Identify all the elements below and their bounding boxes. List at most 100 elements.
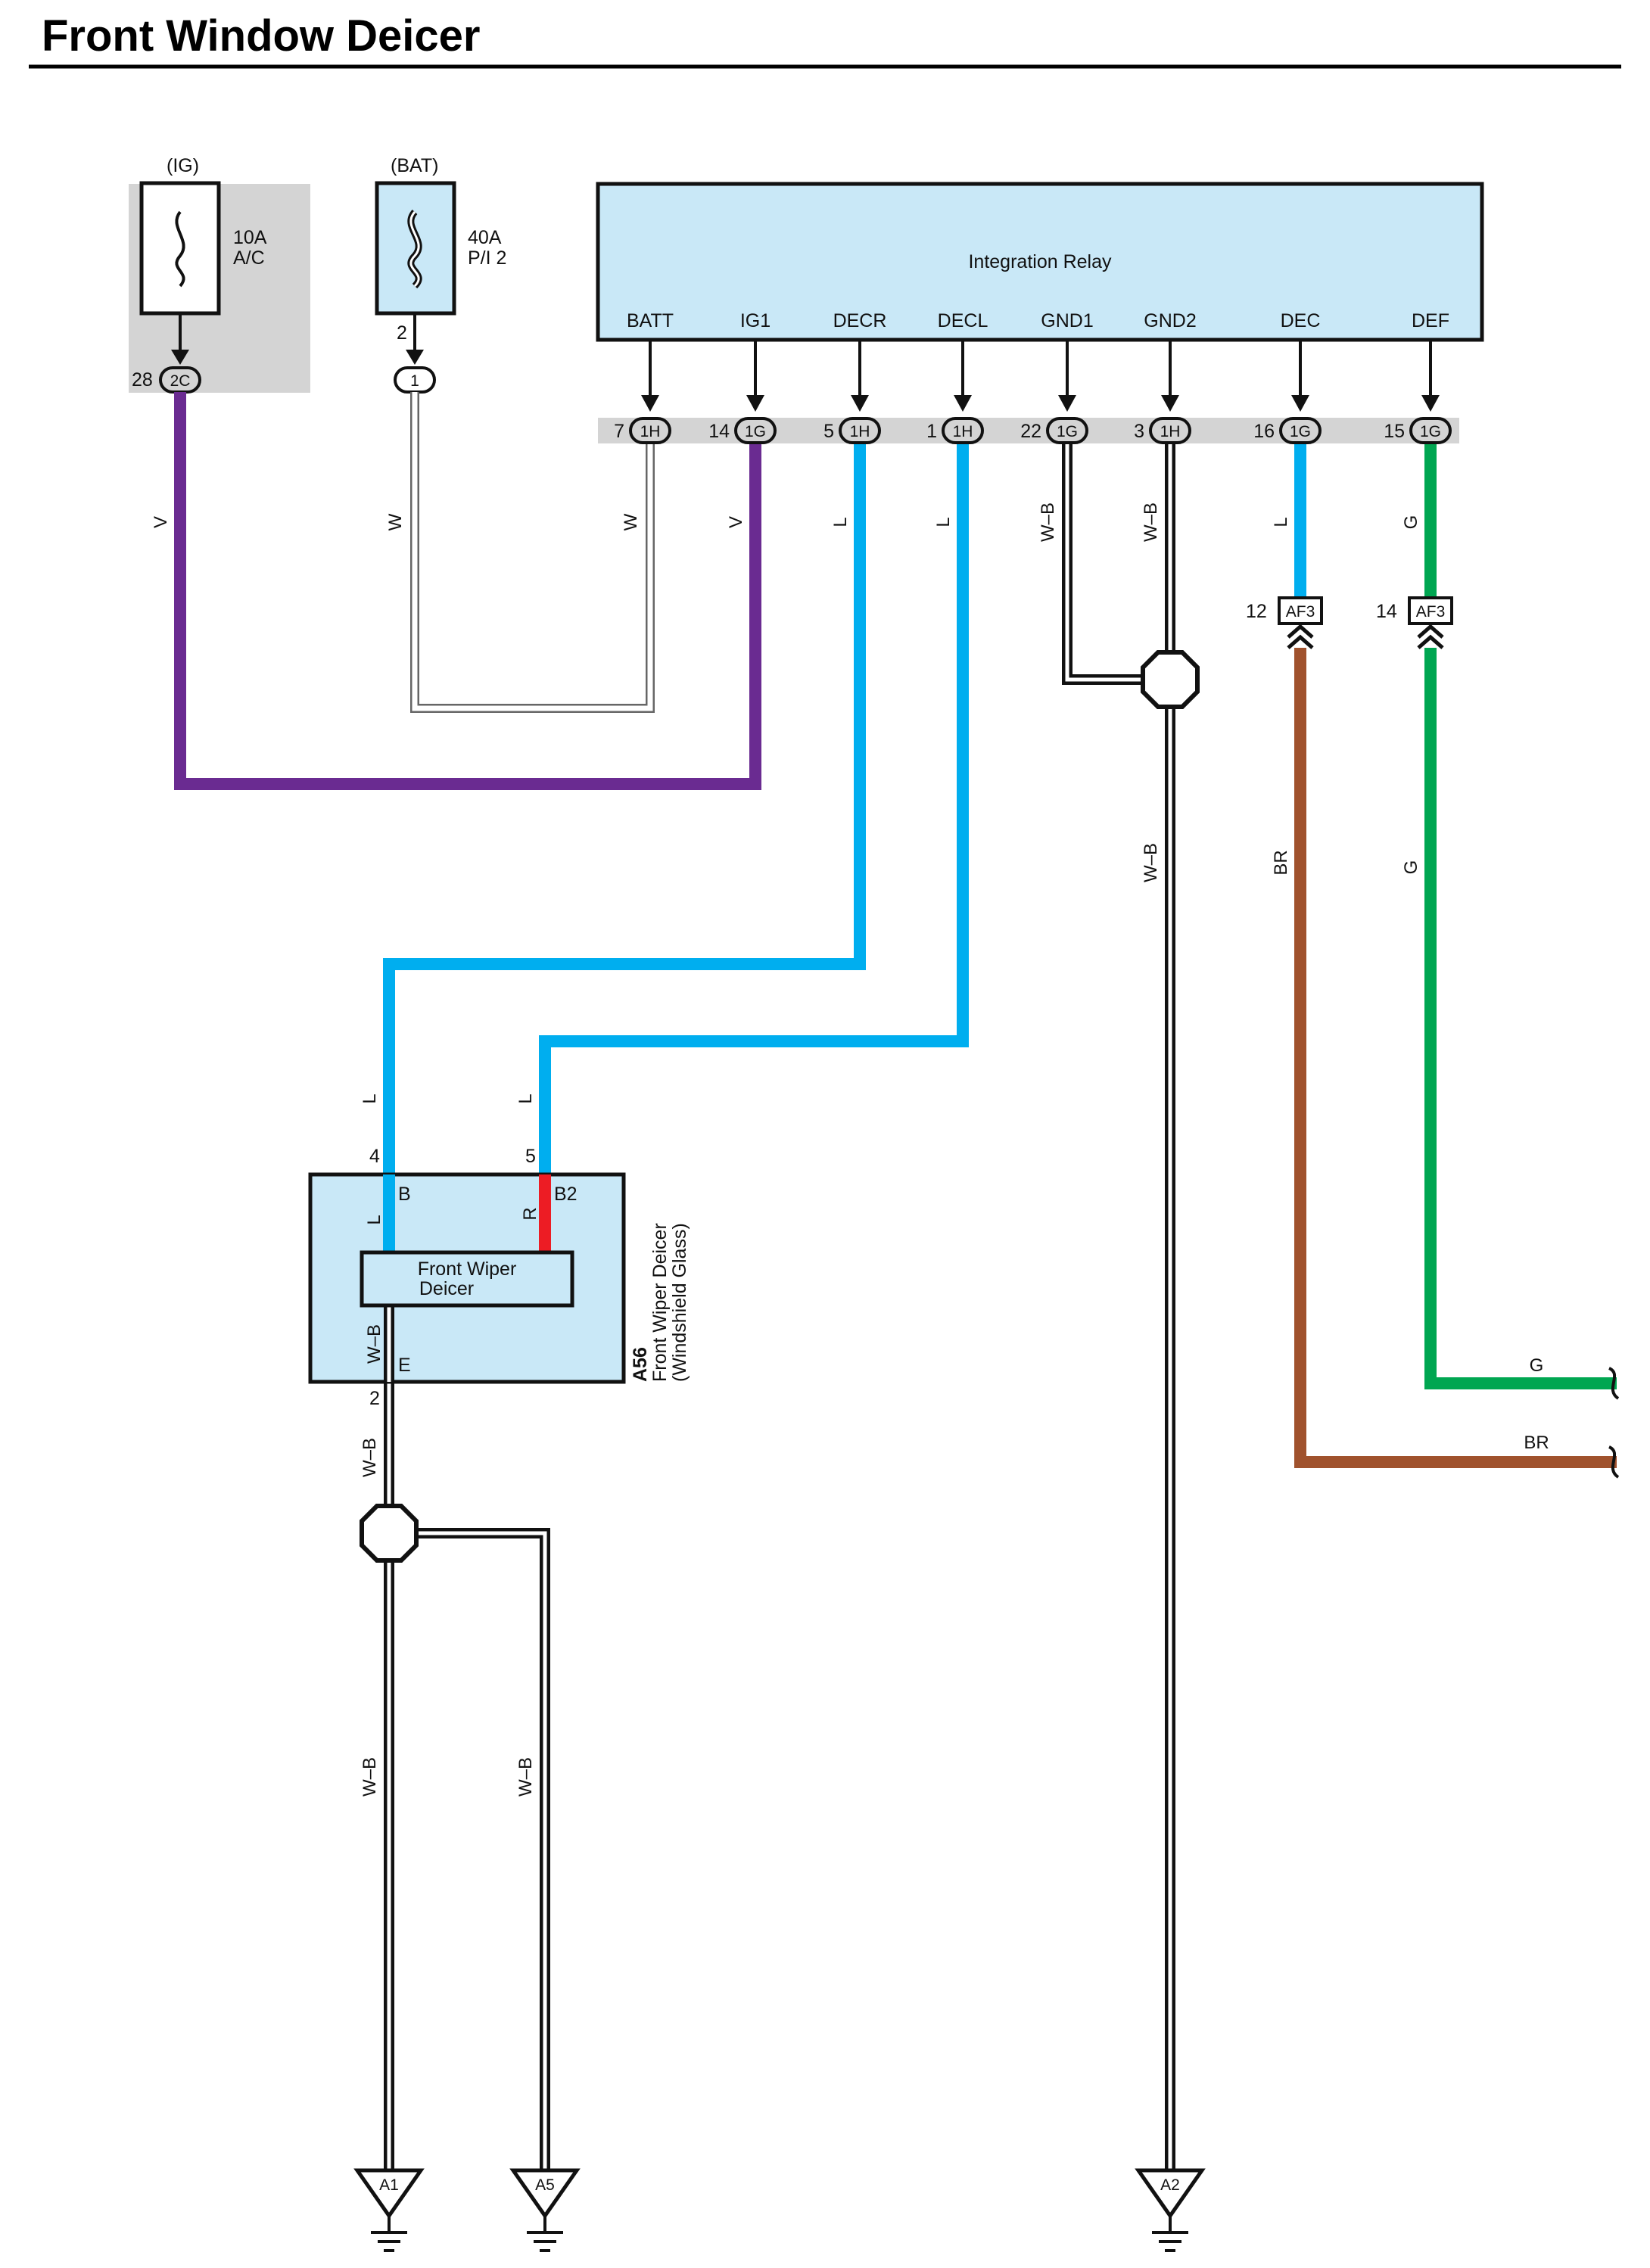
chevron-up-icon — [1287, 624, 1314, 649]
terminal-b: B — [398, 1184, 411, 1205]
ground-a5: A5 — [509, 2168, 581, 2252]
wire-label: W–B — [1141, 502, 1161, 542]
junction-splice-lower — [360, 1504, 419, 1563]
connector-label: 1G — [745, 423, 766, 440]
integration-relay: Integration Relay — [596, 182, 1484, 342]
pin-number: 16 — [1253, 421, 1275, 442]
ground-label: A2 — [1160, 2176, 1180, 2194]
connector-label: 1H — [953, 423, 973, 440]
connector-capsule — [1279, 417, 1322, 444]
wire-label: W–B — [515, 1757, 536, 1797]
deicer-pin-4: 4 — [369, 1146, 380, 1167]
af3-connector-12: AF3 12 — [1246, 596, 1323, 649]
pin-number: 1 — [926, 421, 937, 442]
terminal-b2: B2 — [554, 1184, 578, 1205]
bat-supply-label: (BAT) — [391, 155, 438, 176]
arrow-down-icon — [746, 395, 764, 412]
wire-break-icon — [1608, 1445, 1620, 1479]
bat-fuse: (BAT) 40A P/I 2 — [375, 155, 506, 316]
wire-label: G — [1401, 860, 1421, 875]
terminal-name: DEF — [1412, 310, 1449, 331]
af3-connector-14: AF3 14 — [1376, 596, 1453, 649]
deicer-element-line1: Front Wiper — [418, 1258, 517, 1280]
af3-12-pin: 12 — [1246, 601, 1267, 622]
pin-number: 7 — [614, 421, 624, 442]
connector-capsule — [1149, 417, 1191, 444]
connector-1-label: 1 — [410, 372, 419, 390]
pin-2-label: 2 — [397, 322, 407, 344]
ground-triangle-icon — [1135, 2168, 1206, 2220]
wire-label: V — [151, 516, 171, 528]
wire-blue-decr — [383, 443, 866, 1249]
wire-label: W–B — [360, 1438, 380, 1477]
wire-label: BR — [1271, 850, 1291, 875]
connector-capsule — [734, 417, 777, 444]
wire-white-bat — [412, 392, 653, 711]
deicer-element — [360, 1250, 574, 1308]
wire-violet-ig — [174, 392, 761, 790]
terminal-name: IG1 — [740, 310, 771, 331]
deicer-pin-5: 5 — [525, 1146, 536, 1167]
ground-label: A5 — [535, 2176, 555, 2194]
pin-number: 14 — [708, 421, 730, 442]
wire-green-def — [1424, 648, 1617, 1389]
deicer-name: Front Wiper Deicer — [649, 1223, 671, 1382]
arrow-down-icon — [954, 395, 972, 412]
deicer-subtitle: (Windshield Glass) — [669, 1223, 690, 1382]
deicer-code: A56 — [630, 1347, 651, 1382]
pin-number: 22 — [1020, 421, 1041, 442]
terminal-name: BATT — [627, 310, 674, 331]
ground-a1: A1 — [353, 2168, 425, 2252]
terminal-name: DECL — [938, 310, 988, 331]
connector-capsule — [629, 417, 671, 444]
wb-wires — [384, 443, 1175, 2176]
arrow-down-icon — [1291, 395, 1309, 412]
pin-number: 15 — [1384, 421, 1405, 442]
internal-wire-wb: W–B — [364, 1324, 384, 1364]
internal-wire-r: R — [520, 1207, 540, 1220]
af3-14-name: AF3 — [1416, 603, 1446, 621]
pin-number: 5 — [823, 421, 834, 442]
wire-label: G — [1530, 1355, 1544, 1376]
arrow-down-icon — [406, 350, 424, 365]
connector-capsule — [1409, 417, 1452, 444]
wire-label: L — [515, 1094, 536, 1103]
arrow-down-icon — [851, 395, 869, 412]
relay-name: Integration Relay — [968, 251, 1112, 272]
connector-label: 1H — [850, 423, 870, 440]
terminal-name: DECR — [833, 310, 887, 331]
terminal-name: DEC — [1281, 310, 1321, 331]
af3-12-name: AF3 — [1286, 603, 1315, 621]
connector-capsule — [1046, 417, 1088, 444]
junction-splice-upper — [1141, 650, 1200, 709]
arrow-down-icon — [1058, 395, 1076, 412]
connector-label: 1G — [1057, 423, 1078, 440]
ground-points: A1 A5 A2 — [353, 2168, 1206, 2252]
arrow-down-icon — [641, 395, 659, 412]
wire-label: L — [360, 1094, 380, 1103]
connector-2c-label: 2C — [170, 372, 191, 390]
terminal-e: E — [398, 1355, 411, 1376]
wire-label: W–B — [360, 1757, 380, 1797]
ig-supply-label: (IG) — [167, 155, 199, 176]
fusible-link-icon — [409, 210, 420, 288]
ig-fuse-rating: 10A — [233, 227, 267, 248]
connector-label: 1H — [640, 423, 661, 440]
arrow-down-icon — [1161, 395, 1179, 412]
front-wiper-deicer: Front Wiper Deicer B B2 E L R W–B 4 5 2 … — [308, 1146, 690, 1409]
wire-labels: V W L L W–B BR G W–B W–B W–B G BR — [151, 513, 1549, 1797]
ground-label: A1 — [379, 2176, 399, 2194]
pin-28-label: 28 — [132, 369, 153, 390]
ground-triangle-icon — [353, 2168, 425, 2220]
connector-capsule — [942, 417, 984, 444]
ig-fuse-name: A/C — [233, 247, 265, 269]
ig-fuse: (IG) 10A A/C — [139, 155, 267, 316]
terminal-name: GND1 — [1041, 310, 1093, 331]
